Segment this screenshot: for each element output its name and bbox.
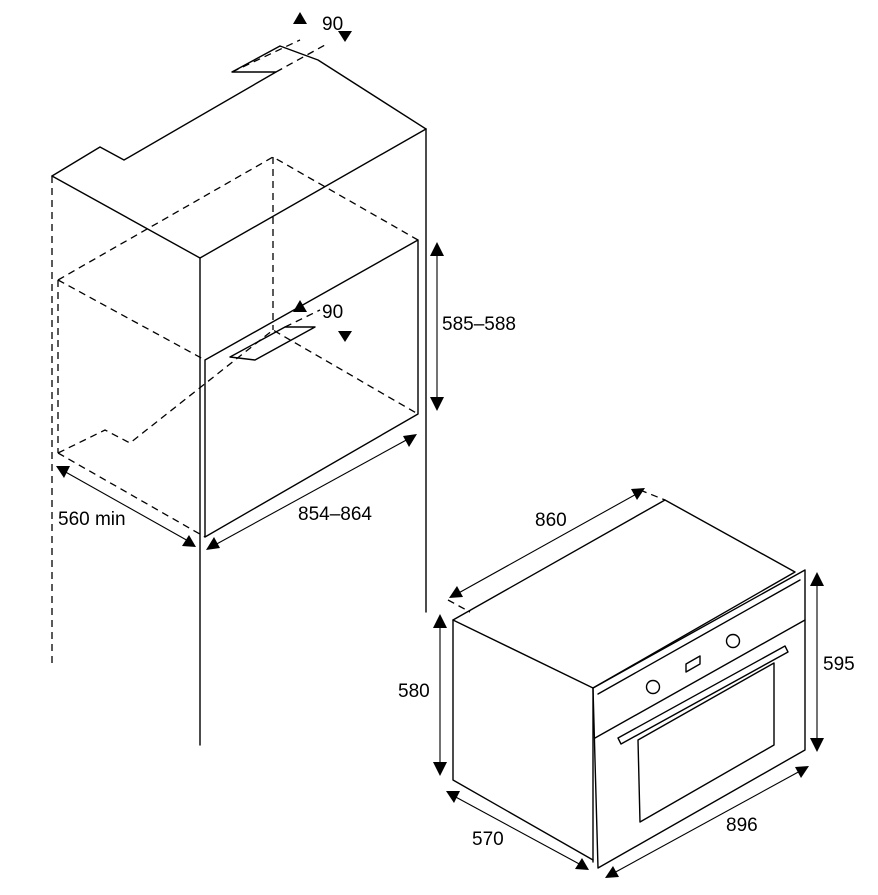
arrow-width-right [403, 434, 417, 447]
arrow-570-right [575, 858, 589, 870]
arrow-580-top [433, 614, 447, 628]
niche-opening-outline [204, 239, 419, 538]
arrow-896-right [795, 766, 809, 778]
arrow-inner-90-b [338, 331, 352, 342]
oven-control-divider [594, 619, 806, 739]
dim-niche-width: 854–864 [298, 504, 372, 525]
arrow-595-bottom [810, 738, 824, 752]
oven-dimensions: 860 580 595 570 896 [398, 488, 855, 878]
dim-oven-top-width: 860 [535, 510, 567, 531]
oven-display-icon [685, 655, 701, 673]
niche-hidden-bottom-front [57, 452, 206, 538]
arrow-570-left [446, 791, 460, 803]
dim-niche-height: 585–588 [442, 314, 516, 335]
dim-niche-top-depth: 90 [322, 14, 343, 35]
arrow-height-top [430, 242, 444, 256]
arrow-top-90-a [293, 12, 307, 24]
arrow-width-left [206, 537, 220, 550]
niche-top-notch-dash-2 [275, 44, 326, 73]
ext-oven-top-width-left [447, 599, 471, 613]
niche-top-outline [51, 45, 427, 177]
arrow-595-top [810, 572, 824, 586]
niche-top-front-edge [51, 175, 201, 259]
arrow-580-bottom [433, 762, 447, 776]
dim-oven-depth: 570 [472, 829, 504, 850]
dim-oven-front-width: 896 [726, 815, 758, 836]
niche-inner-notch-dash [284, 309, 321, 328]
niche-hidden-bottom [57, 329, 419, 454]
arrow-inner-90-a [293, 300, 307, 312]
arrow-top-90-b [338, 31, 352, 42]
arrow-860-right [631, 488, 645, 500]
oven-front-frame [592, 569, 806, 869]
arrow-896-left [605, 866, 619, 878]
oven-unit [452, 499, 806, 869]
dim-niche-inner-depth: 90 [322, 302, 343, 323]
niche-dimensions: 90 90 585–588 854–864 560 min [56, 12, 516, 550]
dimline-niche-depth [61, 469, 191, 543]
oven-handle-icon [617, 645, 789, 745]
dimline-niche-width [212, 437, 411, 547]
dimline-oven-front-width [611, 769, 803, 875]
oven-knob-right-icon [725, 633, 741, 649]
niche-cabinet [51, 39, 427, 746]
dimline-oven-depth [451, 794, 584, 867]
oven-side-face [452, 619, 594, 861]
niche-top-right-edge [199, 128, 427, 259]
niche-top-notch-dash-1 [231, 39, 301, 73]
dim-niche-depth: 560 min [58, 509, 126, 530]
dimline-oven-top-width [454, 491, 641, 596]
oven-knob-left-icon [645, 679, 661, 695]
oven-front-inner-top [597, 579, 801, 695]
oven-top-face [452, 499, 796, 689]
niche-hidden-back [57, 156, 419, 281]
dim-oven-front-height: 595 [823, 654, 855, 675]
arrow-860-left [449, 586, 463, 598]
dim-oven-body-height: 580 [398, 681, 430, 702]
arrow-depth-left [56, 466, 70, 478]
arrow-height-bottom [430, 397, 444, 411]
niche-inner-notch [229, 326, 316, 361]
arrow-depth-right [182, 535, 196, 547]
oven-door-window [637, 662, 775, 823]
niche-hidden-left-top [57, 279, 206, 361]
ext-oven-top-width-right [639, 489, 666, 501]
